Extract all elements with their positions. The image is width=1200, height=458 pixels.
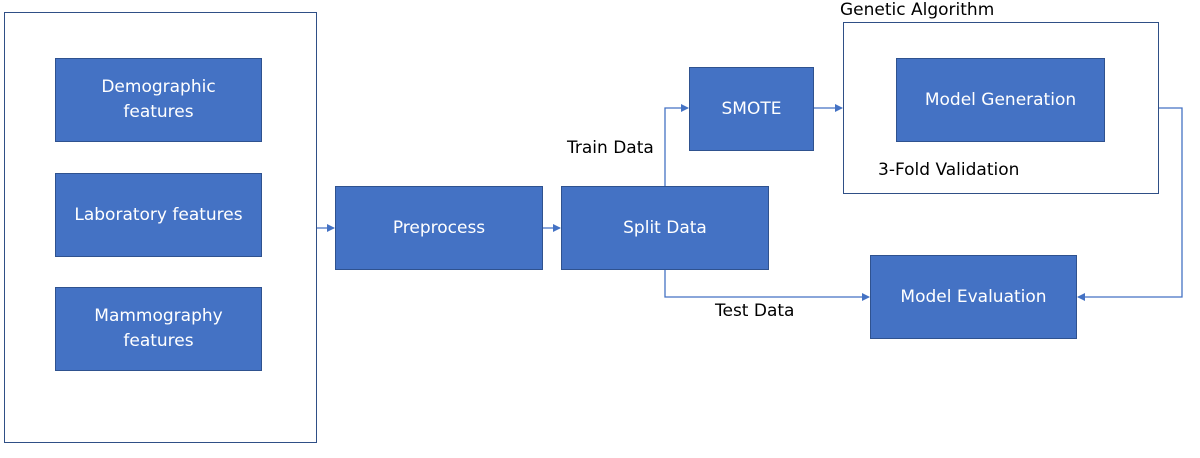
demographic-features-box: Demographic features: [55, 58, 262, 142]
arrow-split-to-model-evaluation: [664, 270, 870, 301]
three-fold-validation-label: 3-Fold Validation: [878, 160, 1020, 180]
preprocess-box: Preprocess: [335, 186, 543, 270]
split-data-box: Split Data: [561, 186, 769, 270]
mammography-features-box: Mammography features: [55, 287, 262, 371]
arrow-split-to-smote: [664, 104, 689, 186]
test-data-label: Test Data: [715, 301, 795, 321]
smote-box: SMOTE: [689, 67, 814, 151]
features-group-frame: [4, 12, 317, 443]
train-data-label: Train Data: [567, 138, 654, 158]
model-evaluation-box: Model Evaluation: [870, 255, 1077, 339]
laboratory-features-box: Laboratory features: [55, 173, 262, 257]
model-generation-box: Model Generation: [896, 58, 1105, 142]
genetic-algorithm-label: Genetic Algorithm: [840, 0, 995, 20]
